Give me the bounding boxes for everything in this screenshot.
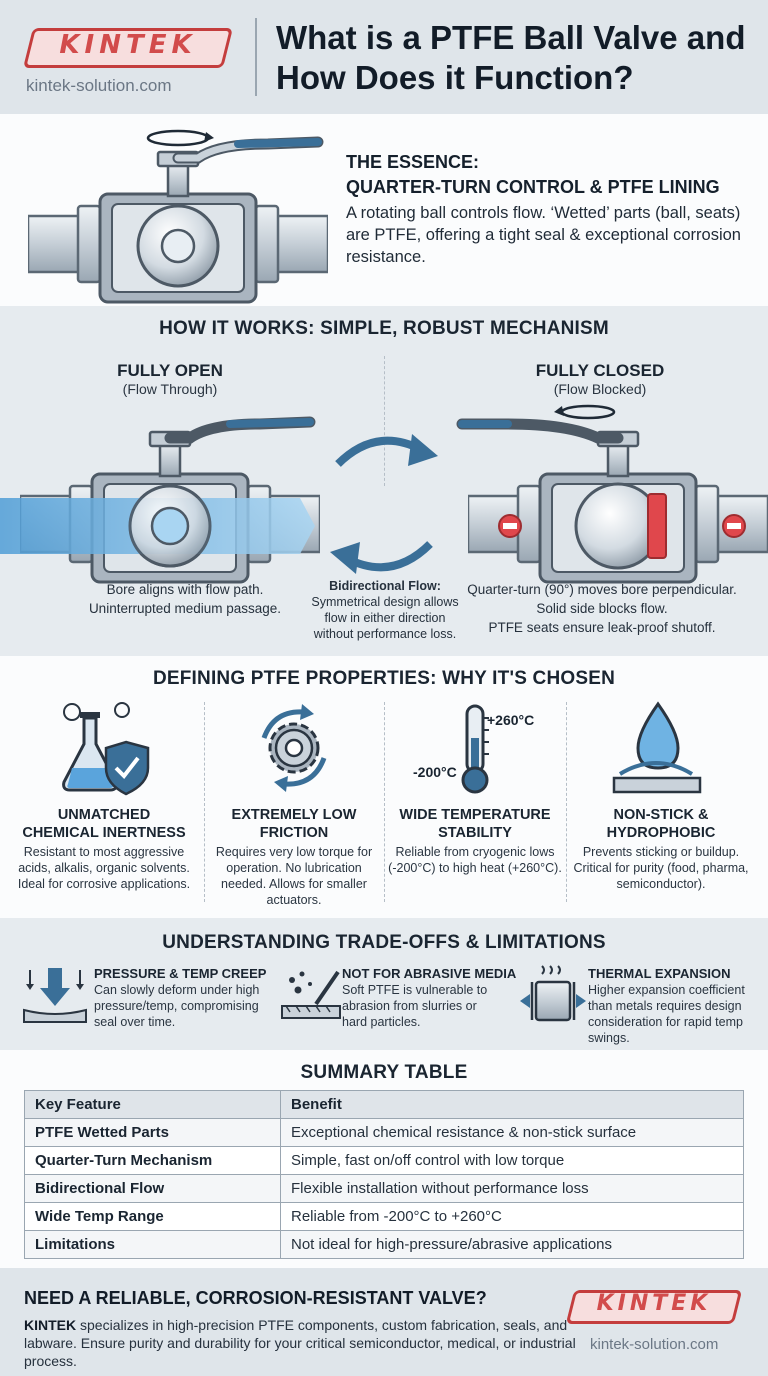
ball-valve-illustration	[28, 129, 328, 304]
summary-table: Key Feature Benefit PTFE Wetted Parts Ex…	[24, 1090, 744, 1259]
open-caption: Bore aligns with flow path. Uninterrupte…	[88, 582, 282, 616]
closed-subtitle: (Flow Blocked)	[553, 381, 647, 397]
brand-url[interactable]: kintek-solution.com	[26, 76, 172, 95]
essence-section: THE ESSENCE: QUARTER-TURN CONTROL & PTFE…	[0, 114, 768, 306]
divider-line	[384, 702, 385, 902]
properties-section: DEFINING PTFE PROPERTIES: WHY IT'S CHOSE…	[0, 656, 768, 918]
shield-check-icon	[104, 740, 150, 796]
thermometer-icon	[461, 704, 489, 794]
pressure-arrow-icon	[23, 968, 87, 1023]
tradeoff-title: PRESSURE & TEMP CREEP	[94, 966, 267, 981]
benefit-cell: Simple, fast on/off control with low tor…	[280, 1146, 744, 1175]
table-row: Limitations Not ideal for high-pressure/…	[24, 1230, 744, 1259]
tradeoffs-heading: UNDERSTANDING TRADE-OFFS & LIMITATIONS	[162, 932, 606, 953]
gear-icon	[261, 704, 327, 792]
header: KINTEK kintek-solution.com What is a PTF…	[0, 0, 768, 114]
flask-icon	[62, 702, 150, 796]
bidirectional-caption: Bidirectional Flow: Symmetrical design a…	[311, 579, 459, 641]
summary-heading: SUMMARY TABLE	[300, 1062, 468, 1083]
closed-valve-illustration	[456, 404, 768, 584]
temp-low-label: -200°C	[413, 764, 457, 780]
table-row: PTFE Wetted Parts Exceptional chemical r…	[24, 1118, 744, 1147]
brand-url[interactable]: kintek-solution.com	[590, 1336, 719, 1353]
page-title: What is a PTFE Ball Valve and How Does i…	[276, 19, 746, 96]
tradeoff-desc: Can slowly deform under high pressure/te…	[94, 983, 260, 1029]
how-heading: HOW IT WORKS: SIMPLE, ROBUST MECHANISM	[159, 318, 609, 339]
essence-text: A rotating ball controls flow. ‘Wetted’ …	[346, 204, 741, 266]
open-title: FULLY OPEN	[117, 361, 223, 380]
benefit-cell: Not ideal for high-pressure/abrasive app…	[280, 1230, 744, 1259]
table-header-row: Key Feature Benefit	[24, 1090, 744, 1119]
benefit-cell: Reliable from -200°C to +260°C	[280, 1202, 744, 1231]
closed-title: FULLY CLOSED	[535, 361, 665, 380]
property-desc: Reliable from cryogenic lows (-200°C) to…	[388, 845, 562, 875]
block-icon-right	[722, 514, 746, 538]
tradeoff-title: NOT FOR ABRASIVE MEDIA	[342, 966, 517, 981]
property-desc: Resistant to most aggressive acids, alka…	[17, 845, 191, 891]
table-row: Quarter-Turn Mechanism Simple, fast on/o…	[24, 1146, 744, 1175]
table-row: Wide Temp Range Reliable from -200°C to …	[24, 1202, 744, 1231]
block-icon-left	[498, 514, 522, 538]
properties-heading: DEFINING PTFE PROPERTIES: WHY IT'S CHOSE…	[152, 668, 616, 689]
flow-arrows-icon	[330, 434, 438, 574]
kintek-logo[interactable]: KINTEK	[596, 1291, 712, 1316]
divider-line	[566, 702, 567, 902]
temp-high-label: +260°C	[487, 712, 535, 728]
rotate-arrow-icon	[146, 129, 214, 147]
tradeoffs-section: UNDERSTANDING TRADE-OFFS & LIMITATIONS P…	[0, 918, 768, 1050]
feature-cell: Wide Temp Range	[24, 1202, 281, 1231]
tradeoff-desc: Higher expansion coefficient than metals…	[588, 983, 745, 1045]
property-desc: Requires very low torque for operation. …	[215, 845, 373, 907]
tradeoff-desc: Soft PTFE is vulnerable to abrasion from…	[342, 983, 488, 1029]
cta-text: KINTEK specializes in high-precision PTF…	[24, 1317, 576, 1369]
benefit-cell: Exceptional chemical resistance & non-st…	[280, 1118, 744, 1147]
open-valve-illustration	[0, 416, 320, 584]
divider-line	[384, 356, 385, 486]
feature-cell: PTFE Wetted Parts	[24, 1118, 281, 1147]
droplet-icon	[612, 701, 702, 794]
property-title: EXTREMELY LOW FRICTION	[231, 807, 357, 841]
column-header: Benefit	[280, 1090, 744, 1119]
table-row: Bidirectional Flow Flexible installation…	[24, 1174, 744, 1203]
property-title: NON-STICK & HYDROPHOBIC	[606, 807, 716, 841]
abrasion-icon	[281, 970, 341, 1019]
divider-line	[204, 702, 205, 902]
property-title: UNMATCHED CHEMICAL INERTNESS	[22, 807, 186, 841]
kintek-logo[interactable]: KINTEK	[59, 30, 197, 60]
property-title: WIDE TEMPERATURE STABILITY	[399, 807, 551, 841]
closed-caption: Quarter-turn (90°) moves bore perpendicu…	[467, 582, 737, 635]
rotate-arrow-icon	[554, 404, 616, 420]
feature-cell: Limitations	[24, 1230, 281, 1259]
summary-section: SUMMARY TABLE Key Feature Benefit PTFE W…	[0, 1050, 768, 1268]
feature-cell: Bidirectional Flow	[24, 1174, 281, 1203]
footer-cta: NEED A RELIABLE, CORROSION-RESISTANT VAL…	[0, 1268, 768, 1376]
header-divider	[255, 18, 257, 96]
property-desc: Prevents sticking or buildup. Critical f…	[573, 845, 749, 891]
essence-heading: THE ESSENCE: QUARTER-TURN CONTROL & PTFE…	[346, 152, 720, 197]
cta-heading: NEED A RELIABLE, CORROSION-RESISTANT VAL…	[24, 1288, 487, 1308]
feature-cell: Quarter-Turn Mechanism	[24, 1146, 281, 1175]
benefit-cell: Flexible installation without performanc…	[280, 1174, 744, 1203]
open-subtitle: (Flow Through)	[122, 381, 218, 397]
tradeoff-title: THERMAL EXPANSION	[588, 966, 731, 981]
column-header: Key Feature	[24, 1090, 281, 1119]
how-it-works-section: HOW IT WORKS: SIMPLE, ROBUST MECHANISM F…	[0, 306, 768, 656]
expansion-icon	[520, 965, 586, 1022]
